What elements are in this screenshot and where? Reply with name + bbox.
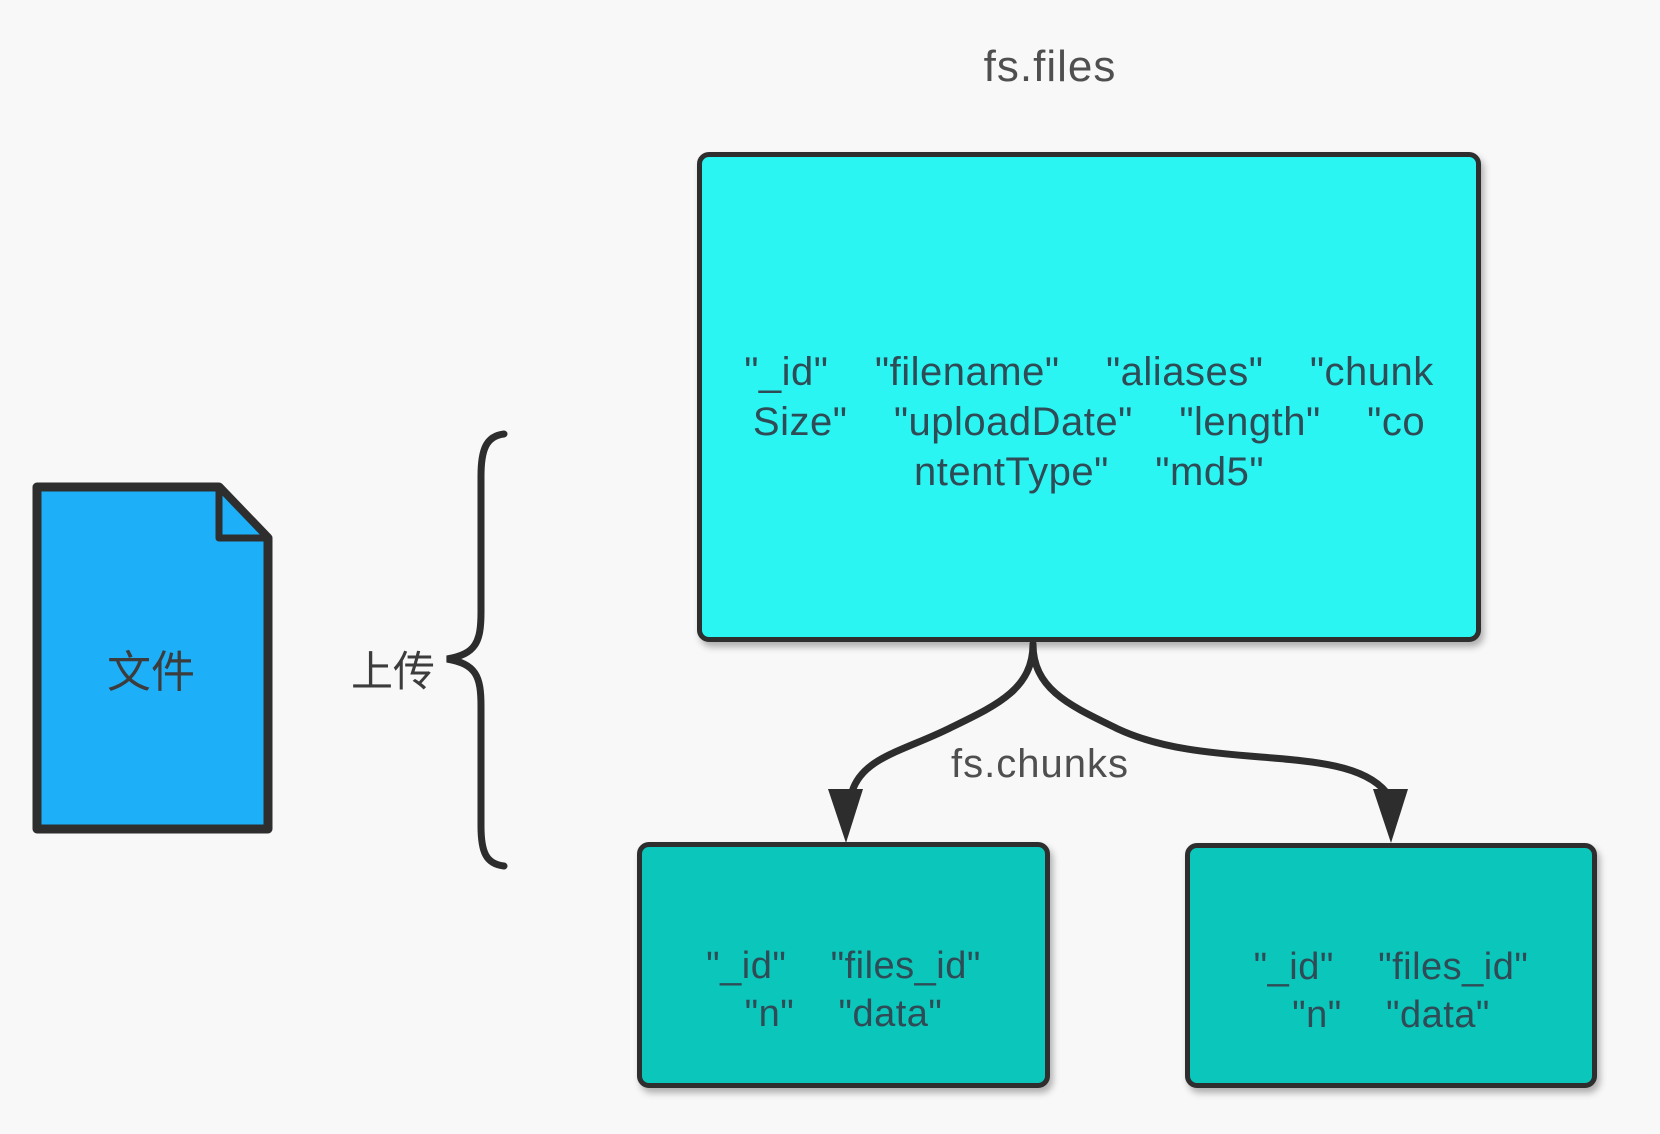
fs-files-box: "_id" "filename" "aliases" "chunk Size" … <box>697 152 1481 642</box>
fs-chunks-title: fs.chunks <box>951 742 1129 786</box>
upload-brace <box>446 430 508 870</box>
arrowhead-right-icon <box>1373 789 1408 843</box>
fs-files-fields-line: "_id" "filename" "aliases" "chunk <box>744 350 1434 394</box>
fs-chunks-fields-line: "_id" "files_id" <box>1253 945 1529 988</box>
connector-right <box>1029 640 1390 796</box>
fs-files-fields-line: ntentType" "md5" <box>913 450 1265 494</box>
file-icon <box>32 482 273 834</box>
upload-label: 上传 <box>350 648 435 695</box>
fs-chunks-fields-line: "n" "data" <box>1292 993 1490 1036</box>
file-icon-fold <box>215 483 272 542</box>
connector-left <box>848 640 1037 796</box>
fs-chunks-box-left: "_id" "files_id" "n" "data" <box>637 842 1050 1088</box>
file-label: 文件 <box>107 648 195 697</box>
fs-chunks-box-right: "_id" "files_id" "n" "data" <box>1185 843 1597 1088</box>
fs-files-title: fs.files <box>983 42 1117 91</box>
fs-chunks-fields-line: "_id" "files_id" <box>706 945 981 987</box>
fs-files-fields-line: Size" "uploadDate" "length" "co <box>752 400 1426 444</box>
fs-chunks-fields-line: "n" "data" <box>744 993 943 1035</box>
arrowhead-left-icon <box>828 789 863 843</box>
